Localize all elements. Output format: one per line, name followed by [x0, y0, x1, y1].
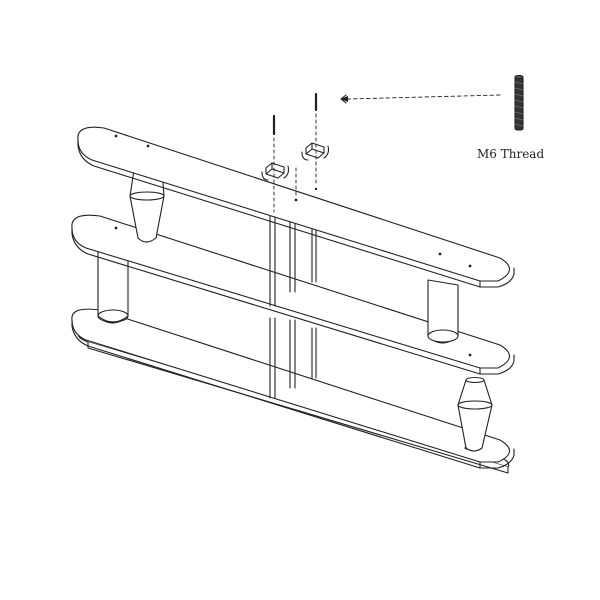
shelf-middle [71, 214, 515, 375]
connector-brackets [261, 142, 330, 181]
cone-leg-top-left [129, 169, 165, 243]
cylinder-leg-left [97, 249, 129, 324]
thin-rods-upper [269, 211, 317, 307]
cylinder-leg-right [427, 279, 459, 344]
shelf-bottom [71, 308, 515, 474]
m6-thread-label: M6 Thread [477, 147, 544, 161]
threaded-rod [514, 74, 524, 131]
bolts-and-guides [272, 92, 501, 213]
shelf-top [77, 126, 515, 288]
thin-rods-lower [269, 317, 317, 399]
cone-leg-bottom-right [457, 376, 493, 452]
